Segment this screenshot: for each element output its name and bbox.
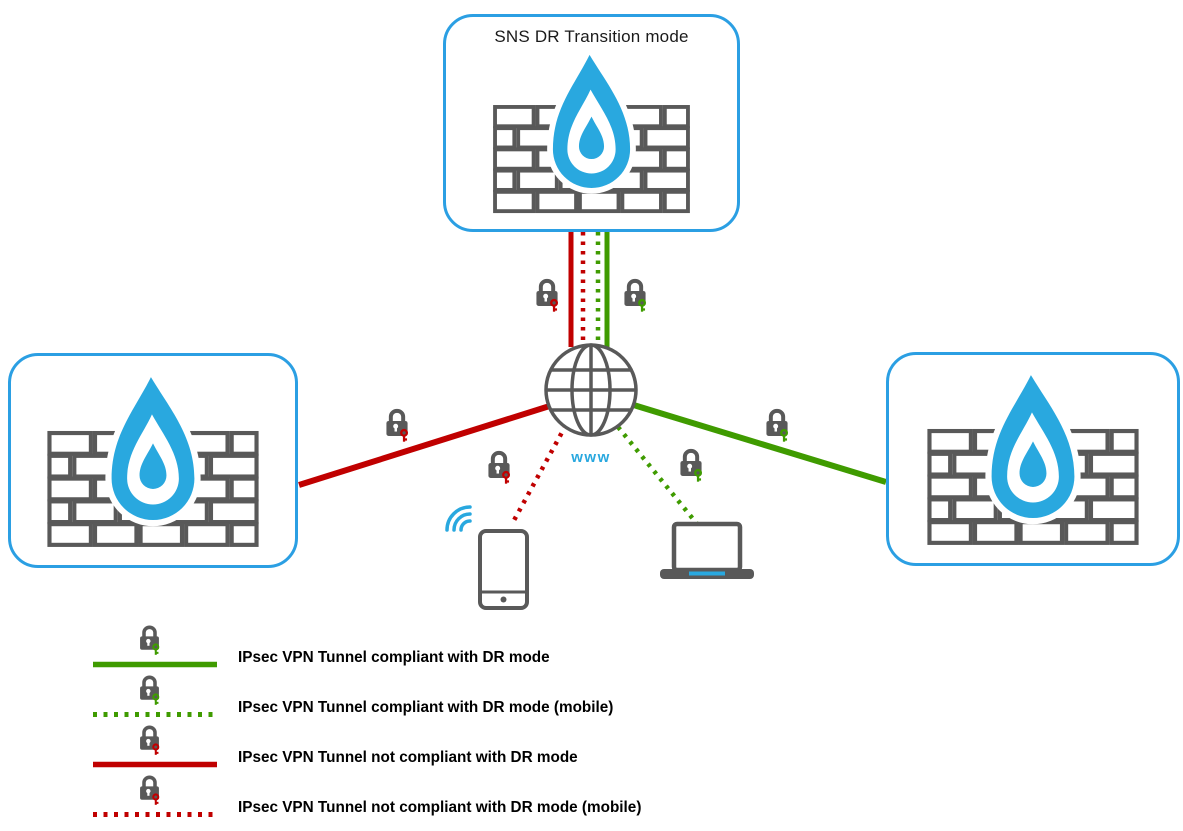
padlock-green-icon <box>764 408 790 443</box>
firewall-icon <box>485 51 698 215</box>
tunnel-right-compliant <box>626 400 887 485</box>
node-top-firewall: SNS DR Transition mode <box>443 14 740 232</box>
node-right-firewall <box>886 352 1180 566</box>
tunnel-left-noncompliant <box>298 401 557 488</box>
www-label: www <box>570 449 611 466</box>
legend-line-sample <box>90 622 220 670</box>
legend: IPsec VPN Tunnel compliant with DR mode … <box>90 622 641 822</box>
padlock-red-icon <box>138 725 161 756</box>
legend-line-sample <box>90 672 220 720</box>
legend-line-sample <box>90 772 220 820</box>
padlock-green-icon <box>622 278 648 313</box>
legend-line-sample <box>90 722 220 770</box>
legend-label: IPsec VPN Tunnel not compliant with DR m… <box>238 749 578 766</box>
node-title: SNS DR Transition mode <box>494 27 689 46</box>
firewall-icon <box>39 373 267 549</box>
tunnel-laptop-compliant <box>616 425 700 527</box>
smartphone-icon <box>478 529 529 610</box>
legend-label: IPsec VPN Tunnel compliant with DR mode … <box>238 699 614 716</box>
legend-item: IPsec VPN Tunnel not compliant with DR m… <box>90 772 641 820</box>
legend-item: IPsec VPN Tunnel compliant with DR mode <box>90 622 641 670</box>
internet-globe-icon <box>544 343 638 437</box>
wifi-icon <box>445 505 472 532</box>
padlock-red-icon <box>534 278 560 313</box>
legend-item: IPsec VPN Tunnel not compliant with DR m… <box>90 722 641 770</box>
legend-label: IPsec VPN Tunnel compliant with DR mode <box>238 649 550 666</box>
tunnel-mobile-noncompliant <box>510 423 568 526</box>
padlock-red-icon <box>486 450 512 485</box>
legend-label: IPsec VPN Tunnel not compliant with DR m… <box>238 799 642 816</box>
legend-item: IPsec VPN Tunnel compliant with DR mode … <box>90 672 641 720</box>
padlock-red-icon <box>138 775 161 806</box>
laptop-icon <box>660 521 754 579</box>
padlock-red-icon <box>384 408 410 443</box>
node-left-firewall <box>8 353 298 568</box>
firewall-icon <box>919 371 1147 547</box>
padlock-green-icon <box>678 448 704 483</box>
padlock-green-icon <box>138 675 161 706</box>
padlock-green-icon <box>138 625 161 656</box>
